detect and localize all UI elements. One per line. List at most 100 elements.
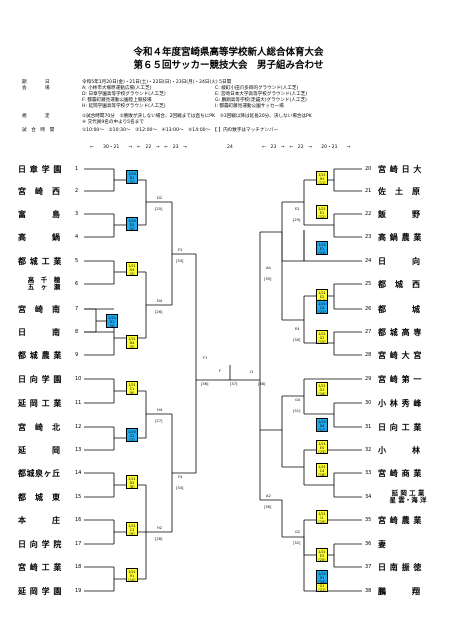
venue-item: D: 日章学園高等学校グラウンド(人工芝) — [82, 92, 166, 97]
match-box: 1/21 C1 [6] — [126, 381, 138, 395]
team-seed-number: 18 — [75, 564, 82, 570]
team-seed-number: 16 — [75, 517, 82, 523]
round-label: [36] — [264, 505, 272, 509]
team-seed-number: 12 — [75, 424, 82, 430]
team-seed-number: 30 — [365, 400, 372, 406]
team-name: 高 千 穂五 ヶ 瀬 — [18, 277, 70, 291]
team-name: 小 林 — [378, 446, 421, 455]
team-name: 小 林 秀 峰 — [378, 399, 422, 408]
page-title: 令和４年度宮崎県高等学校新人総合体育大会 — [133, 47, 324, 58]
team-name: 宮 崎 南 — [18, 305, 61, 314]
team-name: 日 向 学 園 — [18, 375, 62, 384]
team-seed-number: 11 — [75, 400, 82, 406]
round-label: F1 — [203, 356, 208, 360]
round-label: G4 — [295, 398, 301, 402]
team-seed-number: 10 — [75, 376, 82, 382]
round-label: F — [219, 369, 222, 373]
round-label: [32] — [293, 541, 301, 545]
team-name: 高 鍋 — [18, 233, 61, 242]
match-box: 1/20 C2 [7] — [126, 428, 138, 442]
team-seed-number: 7 — [75, 306, 79, 312]
venue-item: A: 小林市大塚原運動広場(人工芝) — [82, 86, 152, 91]
team-seed-number: 33 — [365, 470, 372, 476]
team-seed-number: 27 — [365, 329, 372, 335]
team-name: 宮 崎 大 宮 — [378, 351, 422, 360]
team-seed-number: 22 — [365, 211, 372, 217]
team-seed-number: 28 — [365, 352, 372, 358]
meta-kaijo-label: 会 場 — [22, 86, 50, 91]
round-label: [33] — [176, 259, 184, 263]
team-name-line: 星 雲・海 洋 — [389, 496, 427, 504]
round-label: [30] — [293, 338, 301, 342]
team-name: 飯 野 — [378, 210, 421, 219]
match-box: 1/20 D1 [1] — [126, 170, 138, 184]
team-seed-number: 36 — [365, 541, 372, 547]
team-seed-number: 5 — [75, 258, 79, 264]
team-seed-number: 37 — [365, 564, 372, 570]
team-seed-number: 14 — [75, 470, 82, 476]
team-name: 宮 崎 工 業 — [18, 563, 62, 572]
round-label: [28] — [155, 537, 163, 541]
team-name: 都 城 西 — [378, 280, 421, 289]
match-box: 1/21 E3 [20] — [316, 548, 328, 562]
team-name: 都 城 工 業 — [18, 257, 62, 266]
meta-jikan-value: ①10:00～ ②10:30～ ③12:00～ ④13:00～ ⑤14:00～ … — [82, 128, 279, 133]
team-name-line: 延 岡 工 業 — [391, 489, 425, 497]
venue-item: I: 都農町藤見運動公園サッカー場 — [215, 104, 284, 109]
team-name: 宮 崎 第 一 — [378, 375, 422, 384]
match-box: 1/21 E4 [23] — [316, 440, 328, 454]
round-label: G2 — [295, 530, 301, 534]
team-seed-number: 24 — [365, 258, 372, 264]
team-name-line: 五 ヶ 瀬 — [27, 283, 61, 291]
team-name: 都 城 — [378, 305, 421, 314]
team-seed-number: 3 — [75, 211, 79, 217]
team-seed-number: 34 — [365, 494, 372, 500]
match-box: 1/20 H1 [24] — [316, 570, 328, 584]
round-label: A4 — [266, 266, 271, 270]
match-box: 1/21 E1 [12] — [316, 205, 328, 219]
team-name: 延 岡 — [18, 446, 61, 455]
round-label: [38] — [258, 382, 266, 386]
team-seed-number: 35 — [365, 517, 372, 523]
match-box: 1/20 E1 [13] — [316, 241, 328, 255]
round-label: [27] — [155, 419, 163, 423]
team-seed-number: 4 — [75, 234, 79, 240]
team-name: 日 章 学 園 — [18, 165, 62, 174]
team-seed-number: 2 — [75, 188, 79, 194]
team-seed-number: 6 — [75, 281, 79, 287]
venue-item: C: 綾町小田爪多目的グラウンド(人工芝) — [215, 86, 299, 91]
page-subtitle: 第６５回サッカー競技大会 男子組み合わせ — [133, 60, 324, 71]
match-box: 1/21 D4 [5] — [126, 335, 138, 349]
dates-right: ← 23 → ← 22 → 20・21 → — [262, 145, 351, 150]
team-seed-number: 1 — [75, 166, 79, 172]
match-box: 1/21 C4 [18] — [316, 463, 328, 477]
round-label: E2 — [295, 207, 300, 211]
match-box: 1/20 G1 [4] — [106, 314, 118, 328]
team-name: 日 向 学 院 — [18, 540, 62, 549]
team-seed-number: 32 — [365, 447, 372, 453]
match-box: 1/21 G4 [3] — [126, 262, 138, 276]
team-name: 都 城 農 業 — [18, 351, 62, 360]
venue-item: H: 延岡学園高等学校グラウンド(人工芝) — [82, 104, 166, 109]
round-label: [37] — [230, 382, 238, 386]
round-label: F4 — [178, 475, 183, 479]
team-seed-number: 19 — [75, 588, 82, 594]
team-seed-number: 20 — [365, 166, 372, 172]
round-label: E4 — [295, 327, 300, 331]
team-name: 都 城 東 — [18, 493, 61, 502]
team-name: 都城泉ヶ丘 — [18, 469, 61, 478]
team-name: 日 向 — [378, 257, 421, 266]
match-box: 1/20 D2 [2] — [126, 217, 138, 231]
team-name: 日 南 — [18, 328, 61, 337]
round-label: [26] — [155, 310, 163, 314]
team-name: 佐 土 原 — [378, 187, 421, 196]
team-name: 宮 崎 日 大 — [378, 165, 422, 174]
round-label: D4 — [157, 299, 163, 303]
round-label: [25] — [155, 207, 163, 211]
team-name: 高 鍋 農 業 — [378, 233, 422, 242]
meta-kitei-2: ④ 交代員9名の中より5名まで — [82, 120, 144, 125]
match-box: 1/21 G3 [16] — [316, 382, 328, 396]
team-name: 富 島 — [18, 210, 61, 219]
round-label: [35] — [264, 277, 272, 281]
